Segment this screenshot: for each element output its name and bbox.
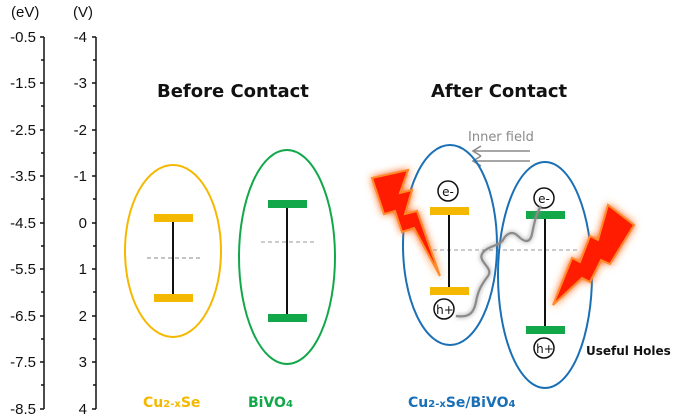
ev-tick: -8.5	[10, 401, 36, 415]
v-tick: -3	[74, 75, 87, 92]
ev-axis: (eV) -0.5 -1.5 -2.5 -3.5 -4.5 -5.5 -6.5 …	[10, 4, 45, 415]
recombination-wave-icon	[455, 205, 542, 318]
lightning-icon	[370, 168, 441, 277]
hetero-cu2xse-band: e- h+	[402, 144, 498, 346]
inner-field-label: Inner field	[468, 130, 534, 145]
electron-icon	[437, 180, 459, 202]
ev-tick: -4.5	[10, 215, 36, 232]
v-tick: 3	[79, 354, 87, 371]
v-axis: (V) -4 -3 -2 -1 0 1 2 3 4	[73, 4, 97, 415]
ev-tick: -6.5	[10, 308, 36, 325]
ev-tick: -7.5	[10, 354, 36, 371]
v-axis-unit: (V)	[73, 4, 93, 21]
bivo4-label: BiVO4	[248, 395, 293, 411]
ev-tick: -2.5	[10, 122, 36, 139]
ev-tick: -0.5	[10, 29, 36, 46]
v-tick: -1	[74, 168, 87, 185]
v-tick: 4	[79, 401, 87, 415]
hetero-bivo4-band: e- h+	[497, 161, 593, 389]
before-contact-title: Before Contact	[157, 81, 309, 102]
cu2xse-label: Cu2-xSe	[143, 395, 200, 411]
v-tick: -4	[74, 29, 87, 46]
hole-icon	[533, 337, 555, 359]
v-tick: 0	[79, 215, 87, 232]
after-contact-title: After Contact	[431, 81, 568, 102]
ev-tick: -3.5	[10, 168, 36, 185]
electron-icon	[533, 187, 555, 209]
v-tick: 1	[79, 261, 87, 278]
ev-axis-unit: (eV)	[11, 4, 39, 21]
v-tick: -2	[74, 122, 87, 139]
arrow-left-icon	[471, 145, 482, 157]
svg-text:e-: e-	[442, 185, 454, 199]
heterojunction-label: Cu2-xSe/BiVO4	[408, 395, 515, 411]
svg-text:e-: e-	[538, 192, 550, 206]
svg-text:h+: h+	[436, 303, 454, 317]
cu2xse-band	[124, 164, 222, 338]
ev-tick: -5.5	[10, 261, 36, 278]
v-tick: 2	[79, 308, 87, 325]
lightning-icon	[552, 203, 636, 306]
inner-field: Inner field	[468, 130, 534, 167]
svg-text:h+: h+	[536, 342, 554, 356]
useful-holes-label: Useful Holes	[586, 344, 671, 358]
bivo4-band	[238, 149, 336, 365]
hole-icon	[433, 298, 455, 320]
ev-tick: -1.5	[10, 75, 36, 92]
